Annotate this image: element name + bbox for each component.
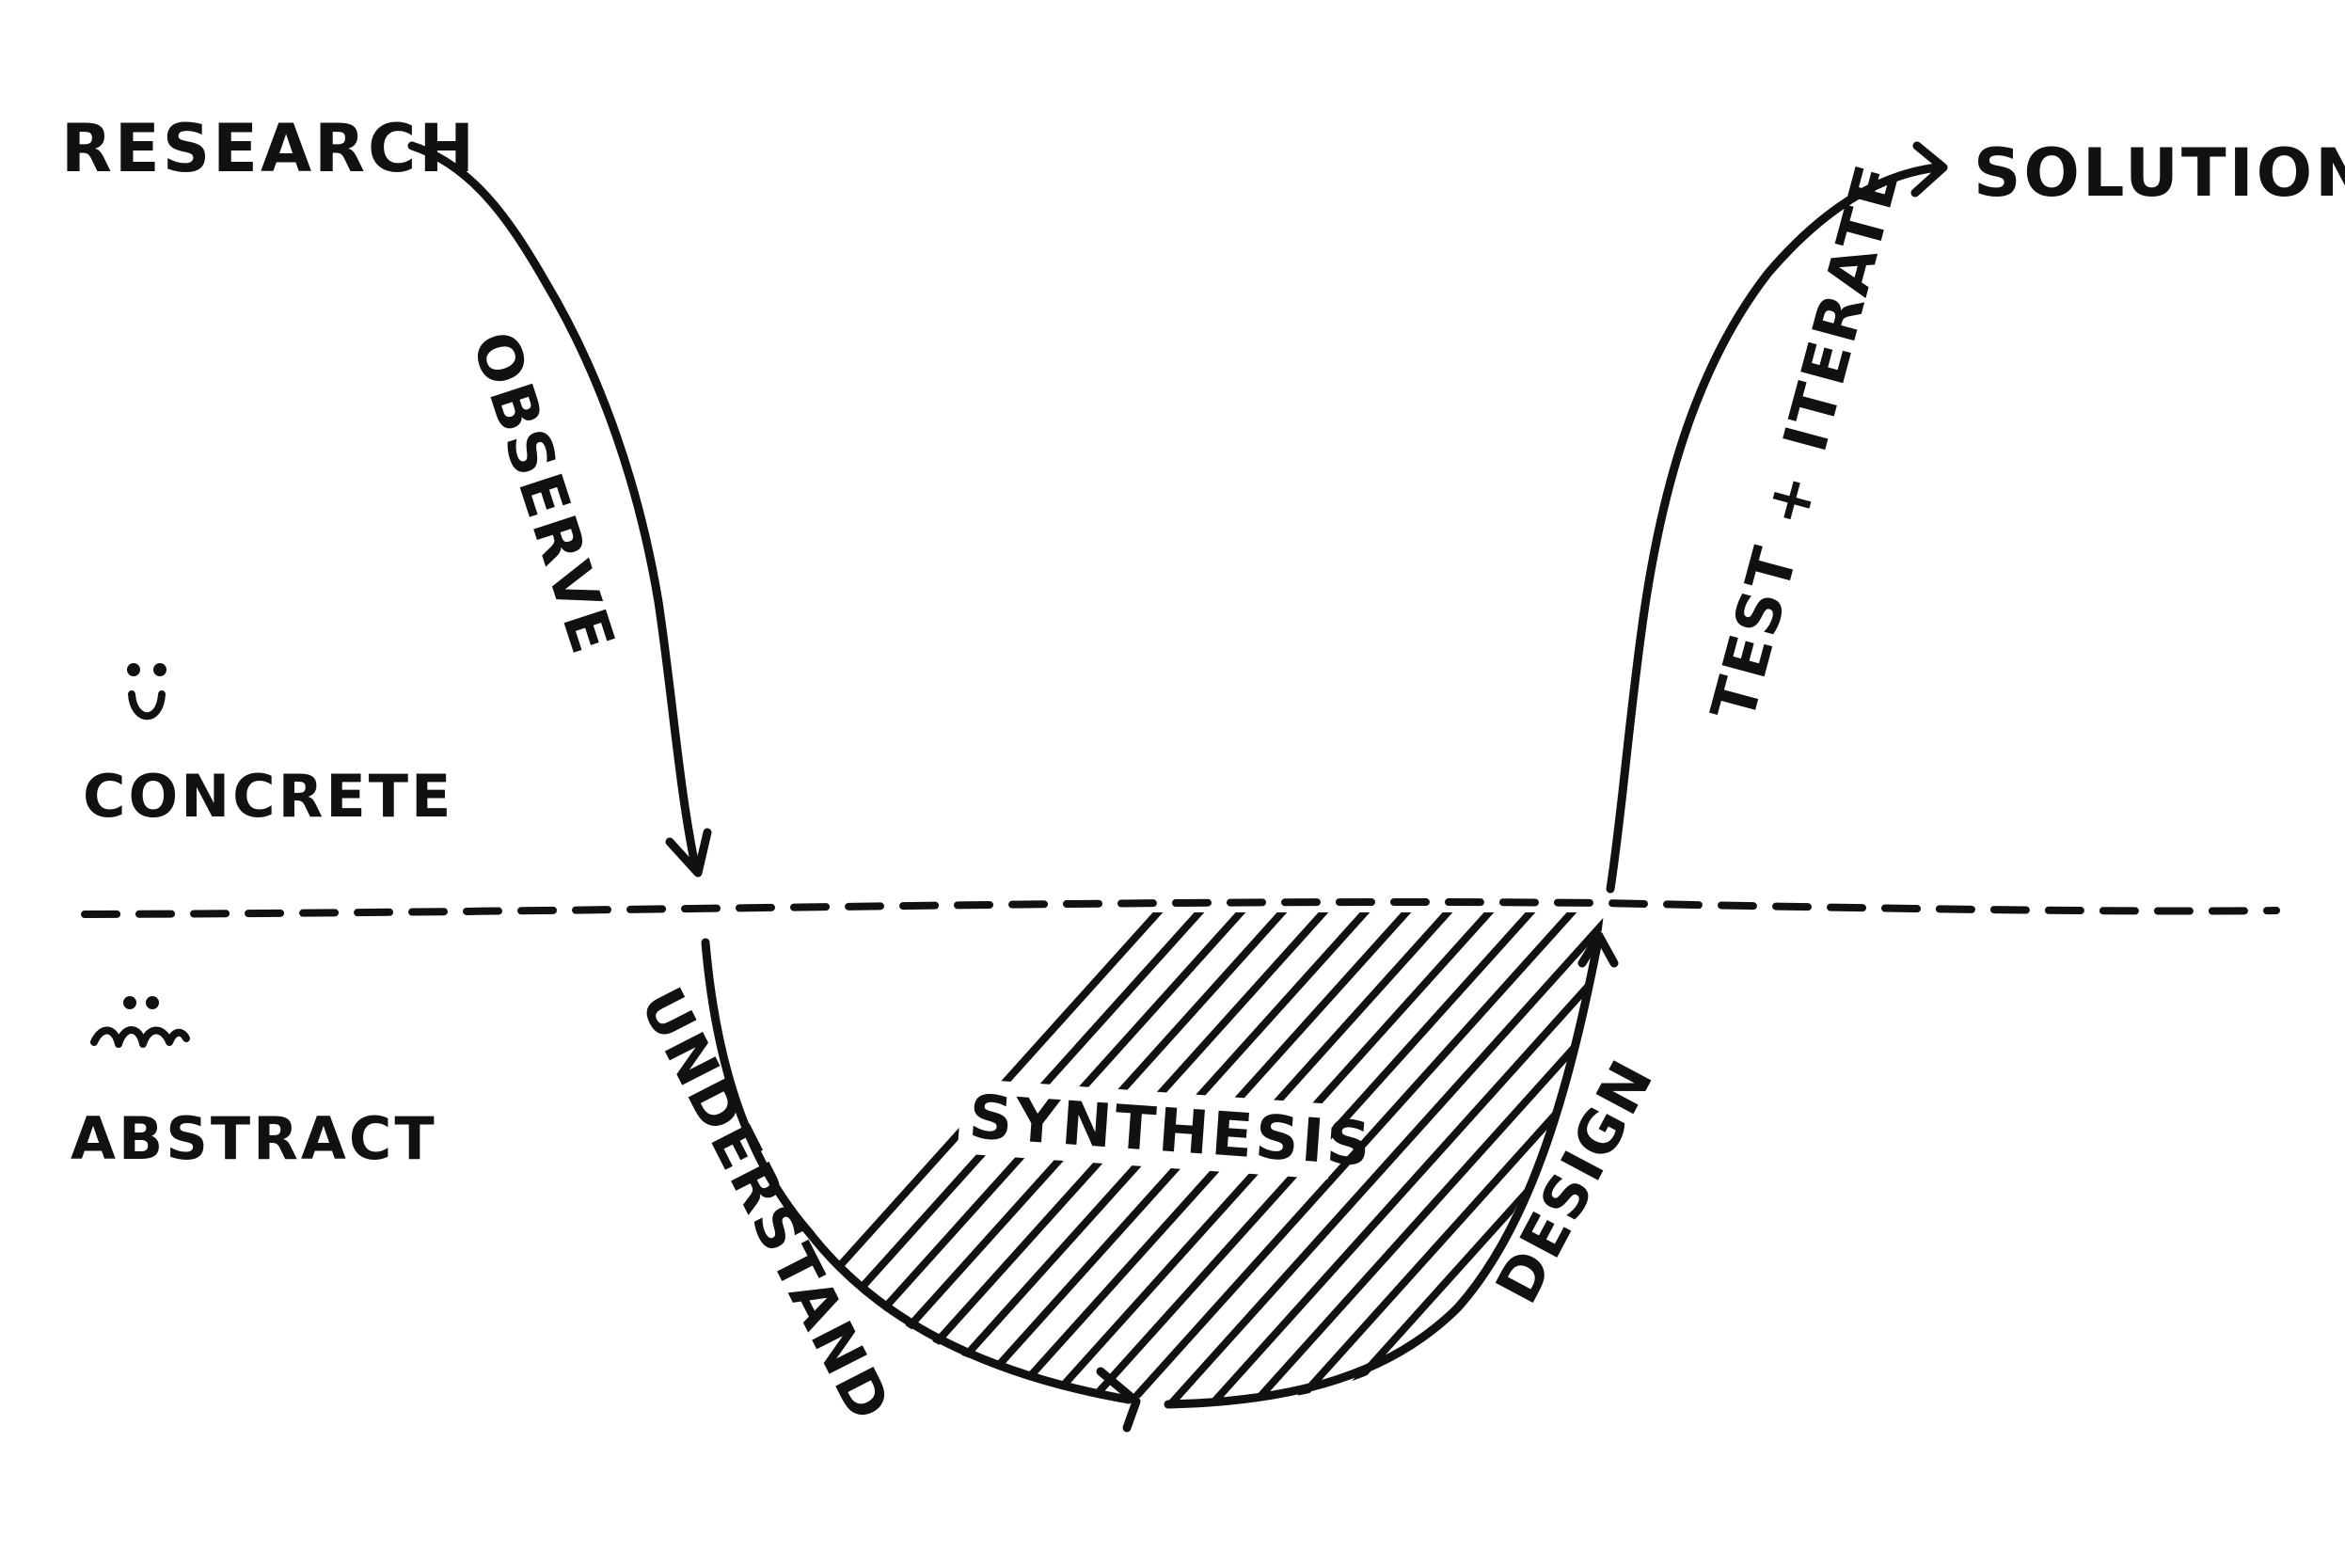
concrete-label: CONCRETE <box>83 762 453 831</box>
abstract-label: ABSTRACT <box>71 1104 437 1173</box>
hatch-line <box>1441 912 1604 1403</box>
understand-arrow <box>701 938 1133 1404</box>
hatch-line <box>1193 912 1604 1403</box>
hatch-line <box>1069 912 1584 1403</box>
test-iterate-label: TEST + ITERATE <box>1699 156 1914 728</box>
design-arrow <box>1164 931 1604 1409</box>
hatch-line <box>1565 912 1604 1403</box>
hatch-line <box>986 912 1501 1403</box>
hatch-line <box>1693 903 2201 1467</box>
observe-arrowhead <box>665 828 712 878</box>
hatch-line <box>1151 912 1604 1403</box>
test-iterate-arrowhead <box>1910 141 1948 198</box>
hatch-line <box>944 912 1460 1403</box>
divider-line <box>81 897 2280 918</box>
hatch-line <box>1358 912 1604 1403</box>
design-arrowhead <box>1577 931 1619 968</box>
observe-arrow <box>407 141 701 875</box>
hatch-line <box>737 912 1253 1403</box>
hatch-line <box>1610 903 2118 1467</box>
squiggly-mouth-face-icon <box>90 996 190 1048</box>
hatch-line <box>820 912 1336 1403</box>
understand-label: UNDERSTAND <box>627 977 905 1433</box>
solutions-label: SOLUTIONS <box>1973 135 2345 212</box>
synthesis-label-backing <box>957 1078 1334 1180</box>
happy-face-icon <box>127 663 166 721</box>
test-iterate-arrow <box>1606 163 1942 894</box>
design-label: DESIGN <box>1482 1047 1668 1314</box>
research-label: RESEARCH <box>61 110 477 187</box>
hatch-line <box>1652 903 2160 1467</box>
synthesis-label: SYNTHESIS <box>967 1083 1375 1180</box>
observe-label: OBSERVE <box>458 324 628 664</box>
hatch-line <box>1400 912 1604 1403</box>
hatch-line <box>1027 912 1543 1403</box>
hatch-line <box>1110 912 1604 1403</box>
hatch-line <box>1234 912 1604 1403</box>
